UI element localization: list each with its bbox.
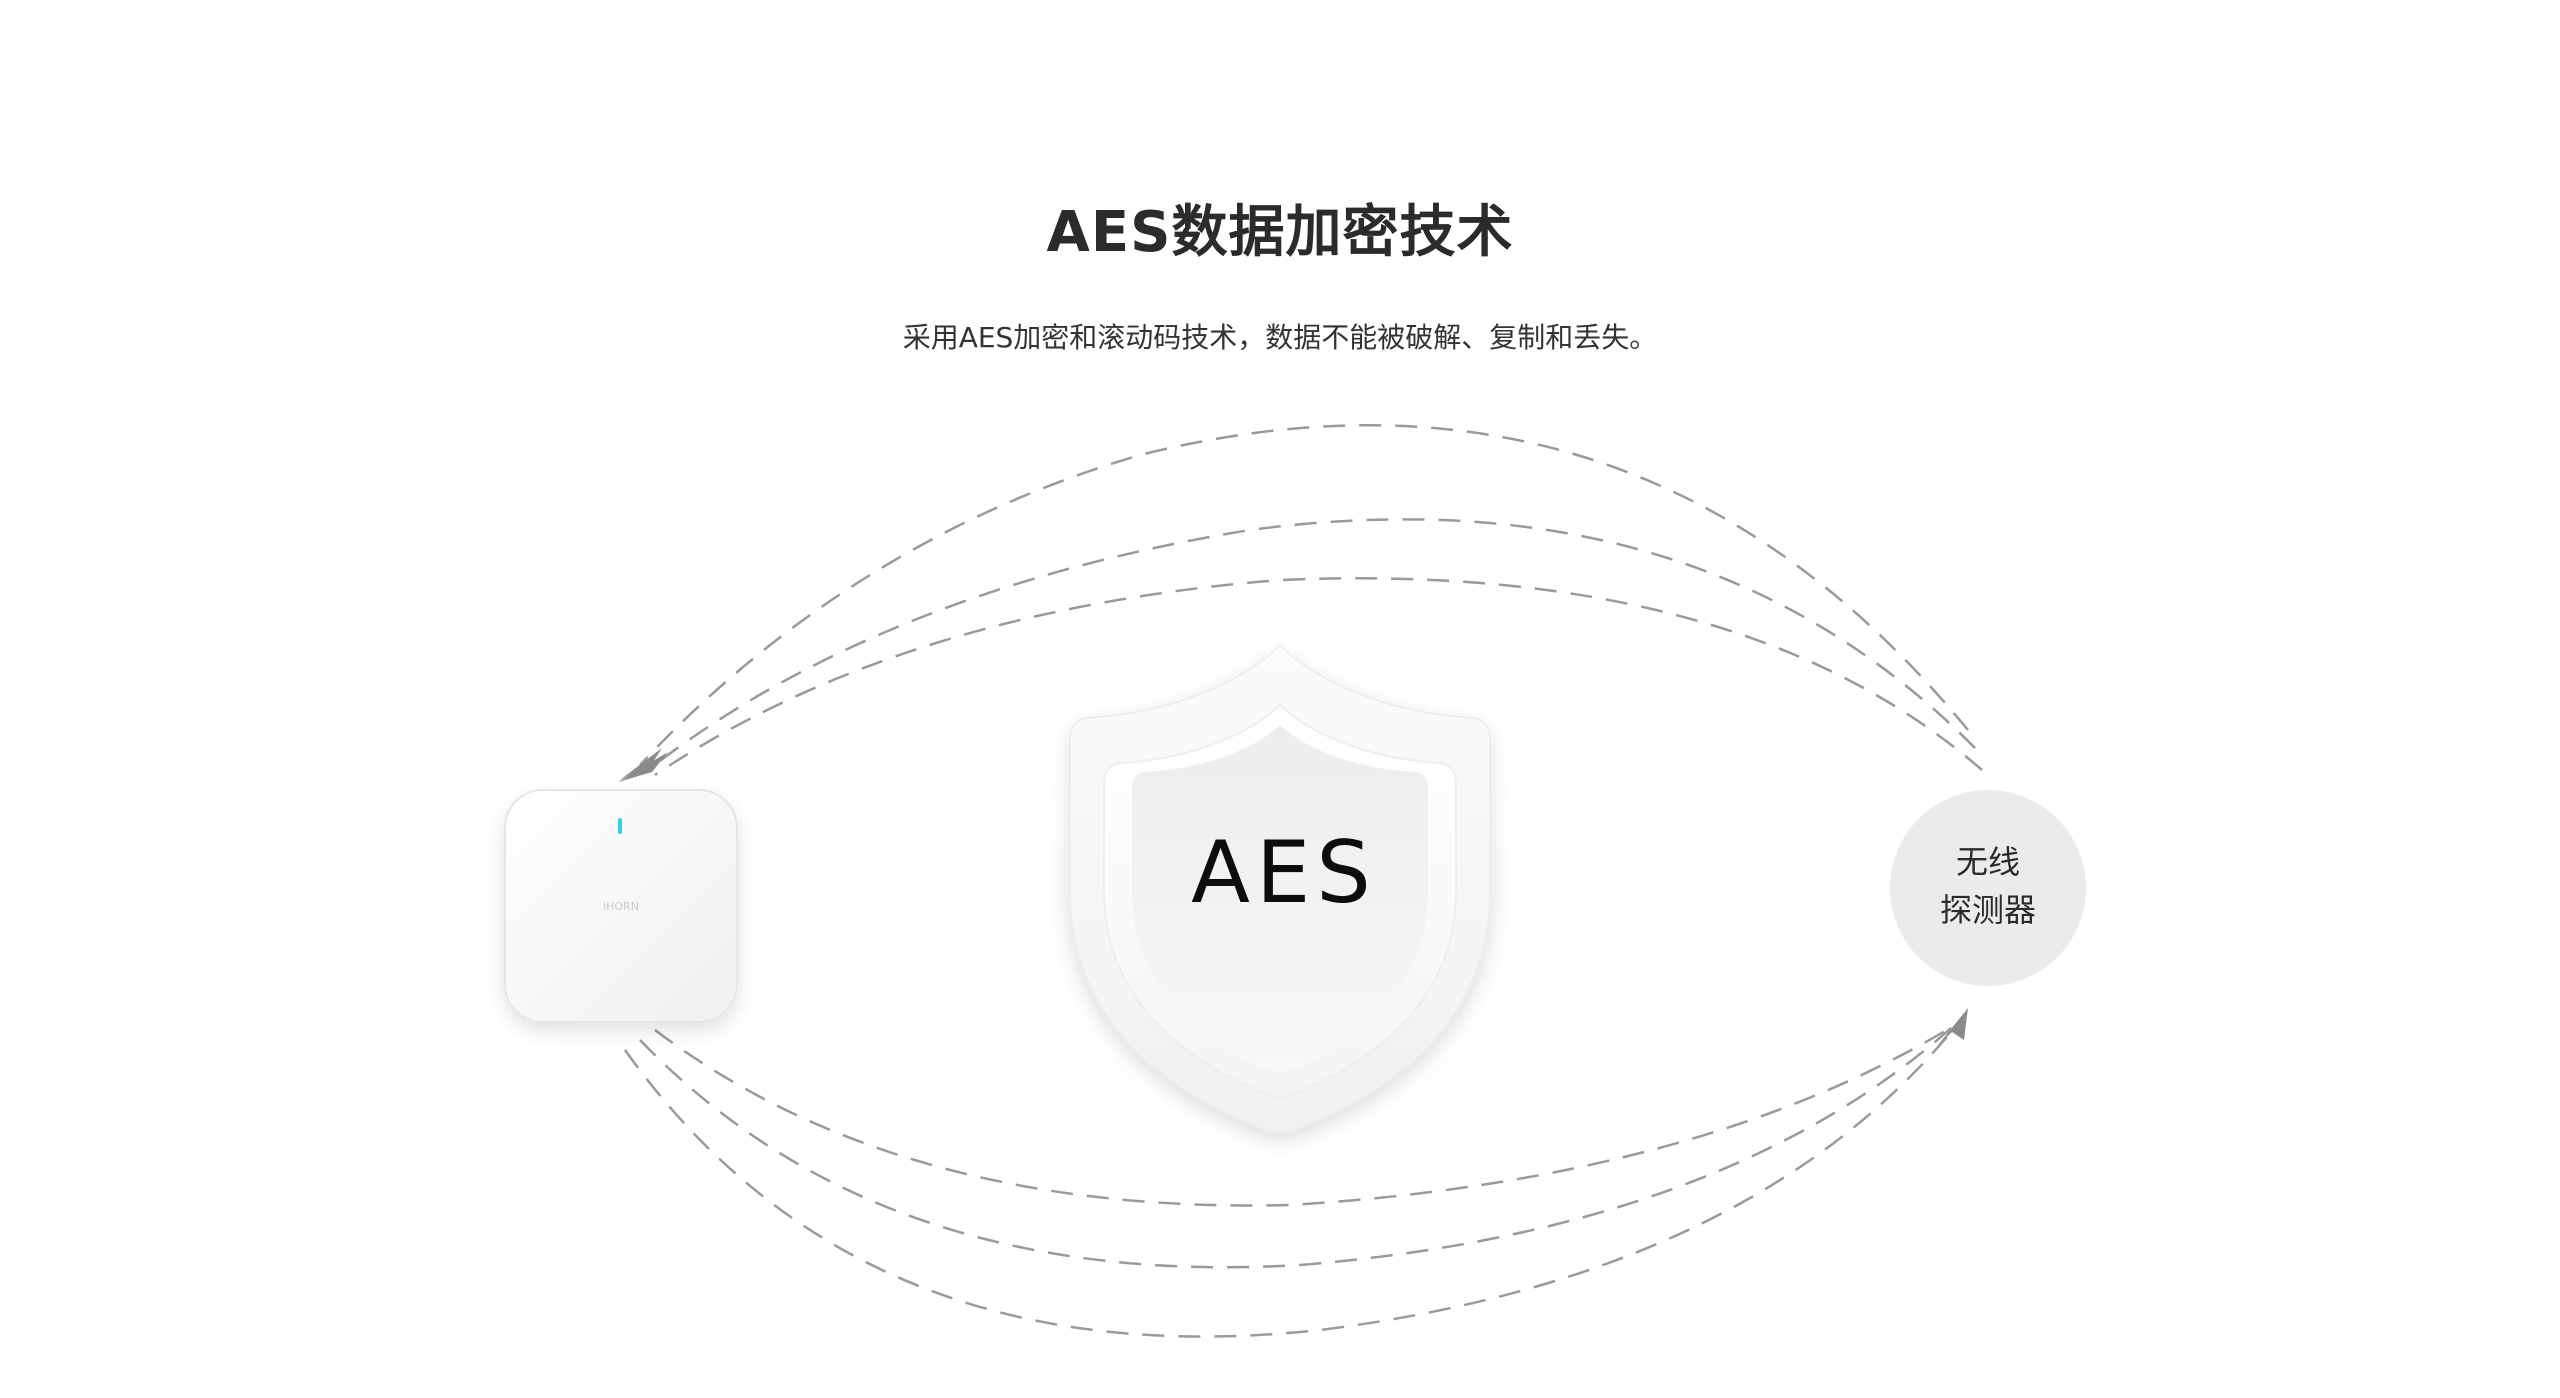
page-subtitle: 采用AES加密和滚动码技术，数据不能被破解、复制和丢失。 — [902, 321, 1658, 354]
detector-circle — [1890, 790, 2086, 986]
lower-signal-arcs — [623, 1014, 1966, 1338]
lower-arc-outer — [623, 1014, 1966, 1338]
detector-label: 无线 探测器 — [1888, 838, 2088, 934]
arrow-to-hub-head-icon — [618, 752, 668, 782]
shield-label: AES — [1191, 823, 1377, 923]
detector-label-line2: 探测器 — [1939, 891, 2036, 929]
hub-brand-logo: iHORN — [603, 900, 639, 913]
detector-label-line1: 无线 — [1955, 843, 2020, 881]
shield-icon: AES — [1069, 643, 1491, 1134]
page-title: AES数据加密技术 — [1046, 200, 1514, 265]
shield-inner-layer — [1132, 725, 1428, 1072]
upper-arc-outer — [639, 424, 1969, 766]
arrow-to-detector-icon — [1938, 1008, 1968, 1045]
upper-arc-middle — [647, 518, 1976, 771]
arrow-to-hub-icon — [620, 748, 662, 780]
lower-arc-middle — [639, 1019, 1961, 1269]
upper-signal-arcs — [639, 424, 1983, 777]
hub-indicator-light — [618, 818, 622, 834]
lower-arc-inner — [654, 1023, 1956, 1207]
hub-body — [504, 789, 738, 1023]
upper-arc-inner — [654, 577, 1983, 777]
hub-device-icon: iHORN — [504, 789, 738, 1023]
